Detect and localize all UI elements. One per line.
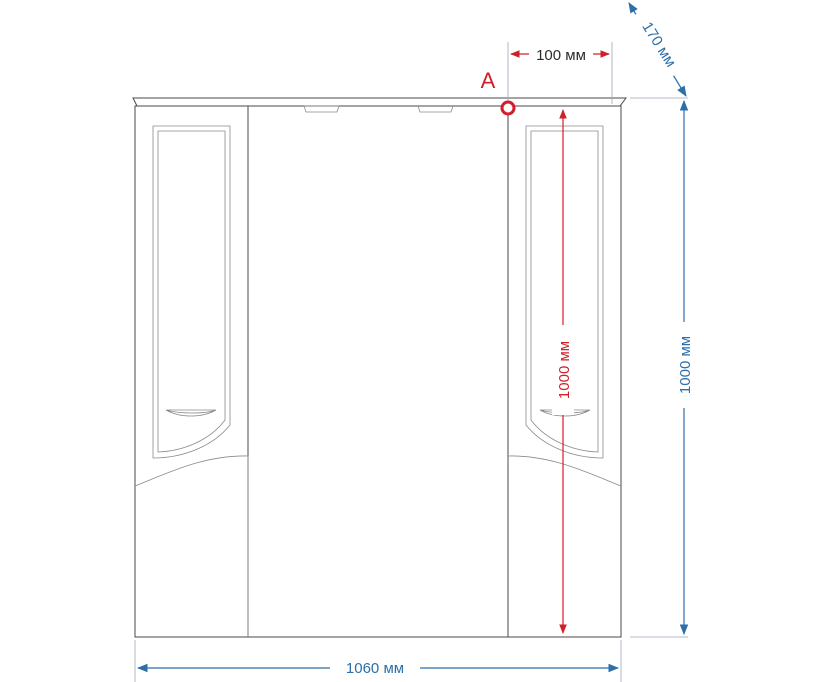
left-door-frame <box>152 125 231 459</box>
mirror-door <box>247 105 509 638</box>
height-label: 1000 мм <box>677 336 694 394</box>
cabinet-top-shelf <box>132 97 627 107</box>
cabinet-outline <box>132 97 627 638</box>
point-a: A <box>481 68 516 116</box>
right-lower-wave <box>507 455 622 487</box>
height-dimension: 1000 мм <box>672 99 696 636</box>
width-dimension: 1060 мм <box>136 655 620 677</box>
lamp-left <box>303 105 340 113</box>
width-label: 1060 мм <box>346 660 404 677</box>
cabinet-body <box>134 105 622 638</box>
mount-height-label: 1000 мм <box>556 341 573 399</box>
mount-height-dimension: 1000 мм <box>552 109 574 634</box>
lamp-right <box>417 105 454 113</box>
offset-label: 100 мм <box>536 47 586 64</box>
extension-lines <box>134 42 688 682</box>
point-a-label: A <box>481 68 496 93</box>
left-handle <box>165 409 217 417</box>
offset-dimension: 100 мм <box>510 45 610 64</box>
left-door-inner <box>157 130 226 453</box>
depth-dimension: 170 мм <box>628 2 687 97</box>
left-lower-wave <box>134 455 249 487</box>
point-a-marker <box>500 100 516 116</box>
